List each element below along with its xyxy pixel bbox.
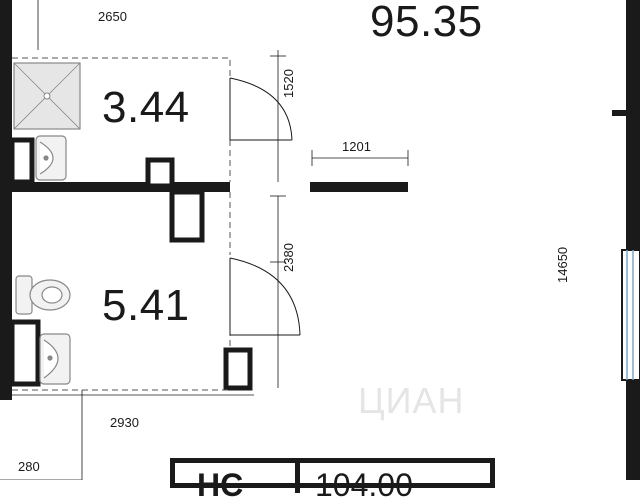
opening-wall: [310, 182, 408, 192]
duct-top: [145, 157, 175, 189]
left-wall-bottom: [0, 190, 12, 400]
door-bottom: [229, 257, 301, 336]
shower-fixture: [13, 62, 81, 130]
bottom-divider: [295, 463, 300, 493]
left-block-bottom: [9, 319, 41, 387]
right-wall-notch: [612, 110, 626, 116]
right-window: [621, 249, 640, 381]
dim-bottom-door-height: 2380: [281, 243, 296, 272]
left-wall-top: [0, 0, 12, 190]
dim-corner-offset: 280: [18, 459, 40, 474]
floor-plan: [0, 0, 640, 480]
bathroom-top-area-label: 3.44: [102, 83, 190, 132]
dimension-lines: [0, 0, 409, 480]
dim-top-door-height: 1520: [281, 69, 296, 98]
dim-bottom-width: 2930: [110, 415, 139, 430]
dim-opening-width: 1201: [342, 139, 371, 154]
toilet-fixture: [15, 275, 71, 315]
sink-bottom: [39, 333, 71, 385]
watermark: ЦИАН: [358, 380, 465, 421]
divider-wall: [12, 182, 230, 192]
bottom-info-box: HC 104.00: [170, 458, 495, 503]
dim-total-height: 14650: [555, 246, 570, 283]
bottom-value: 104.00: [315, 467, 413, 503]
dim-top-width: 2650: [98, 9, 127, 24]
main-area-label: 95.35: [370, 0, 483, 46]
right-wall: [626, 0, 640, 480]
duct-bottom: [169, 189, 205, 243]
duct-right: [223, 347, 253, 391]
left-block-top: [9, 137, 35, 185]
bathroom-bottom-area-label: 5.41: [102, 281, 190, 330]
sink-top: [35, 135, 67, 181]
bottom-code: HC: [197, 467, 244, 503]
